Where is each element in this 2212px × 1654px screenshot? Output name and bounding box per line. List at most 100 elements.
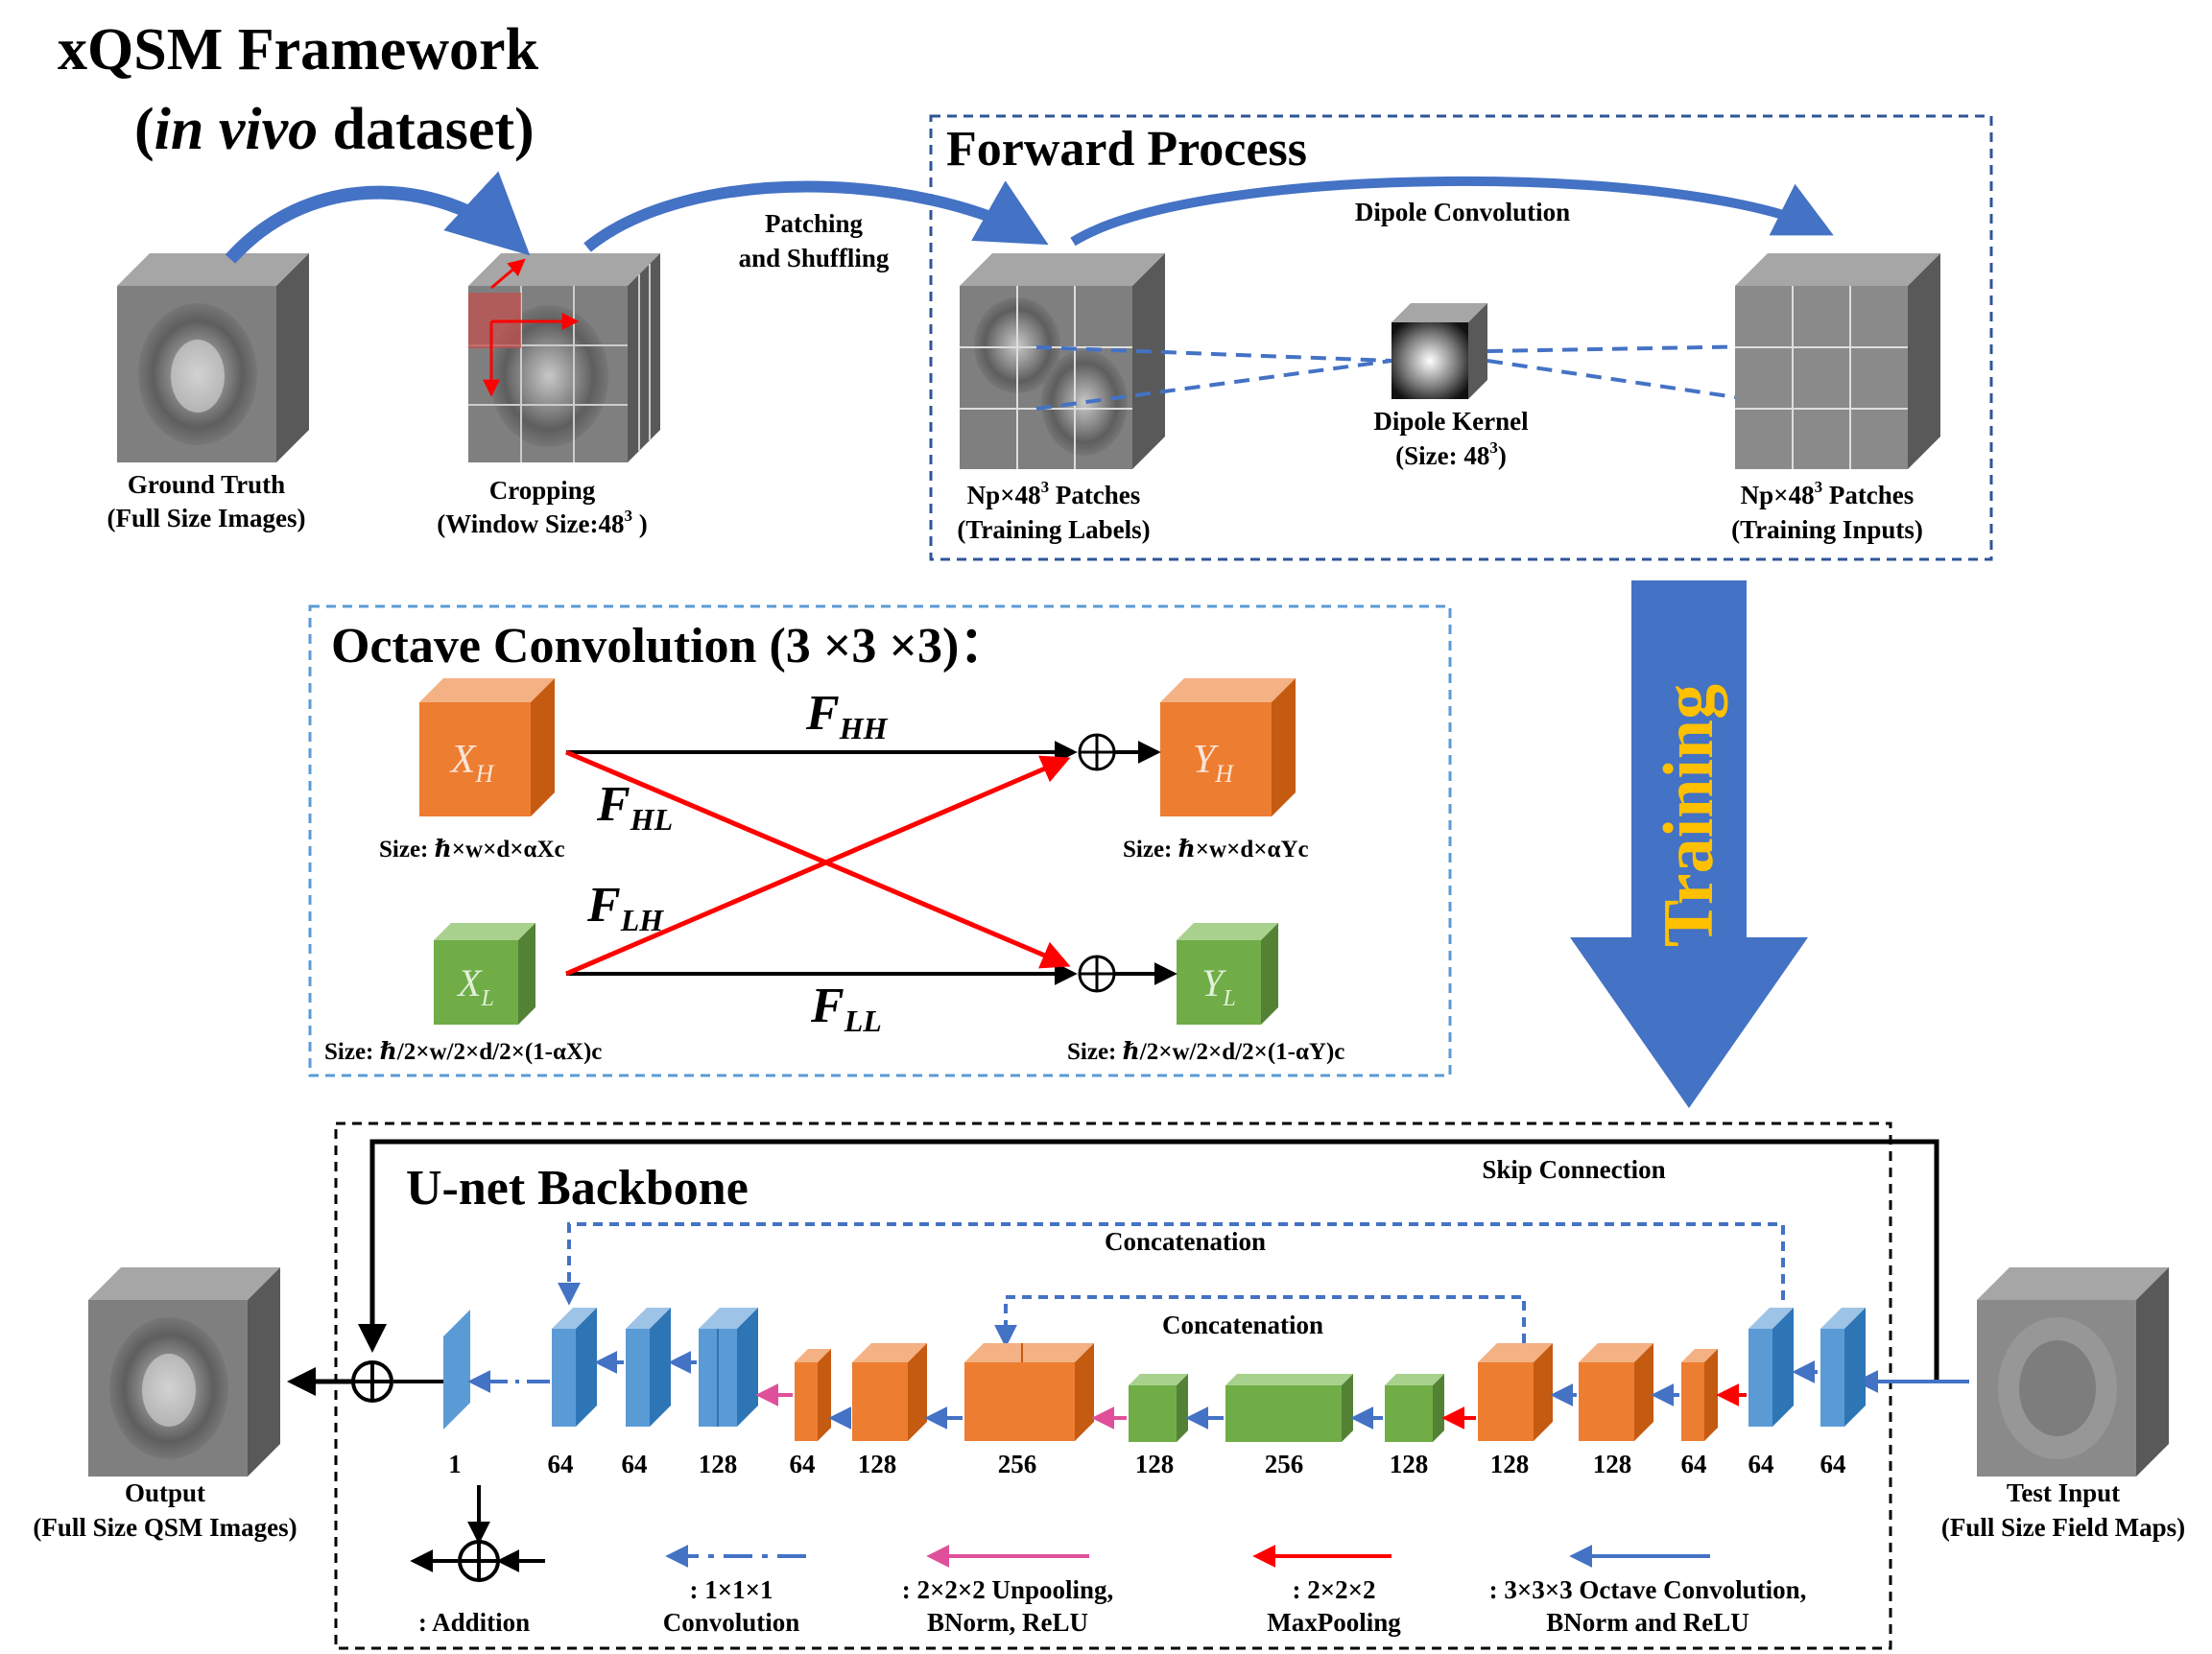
- training-labels-line1: Np×483 Patches: [967, 478, 1141, 509]
- fll-label: FLL: [810, 979, 882, 1038]
- svg-text:YH: YH: [1193, 738, 1234, 788]
- output-label-line1: Output: [125, 1478, 205, 1507]
- legend-octconv-line2: BNorm and ReLU: [1546, 1608, 1749, 1637]
- concat-outer-line: [558, 1222, 1785, 1306]
- forward-process-heading: Forward Process: [946, 122, 1307, 177]
- test-input-label-line2: (Full Size Field Maps): [1941, 1513, 2185, 1542]
- legend-unpool-line2: BNorm, ReLU: [927, 1608, 1088, 1637]
- size-xl-label: Size: ℏ/2×w/2×d/2×(1-αX)c: [324, 1039, 602, 1065]
- output-cube: [88, 1267, 280, 1477]
- dipole-conv-label: Dipole Convolution: [1355, 198, 1570, 226]
- ground-truth-label-line2: (Full Size Images): [107, 504, 306, 532]
- dipole-dash-2: [1035, 359, 1392, 411]
- fhh-label: FHH: [805, 686, 889, 745]
- flh-arrow: [565, 755, 1071, 977]
- forward-process-box: [929, 114, 1993, 561]
- concat-outer-label: Concatenation: [1105, 1227, 1266, 1256]
- kernel-label-line2: (Size: 483): [1395, 438, 1507, 470]
- ground-truth-label-line1: Ground Truth: [128, 470, 285, 499]
- block-green-128-b: [1385, 1374, 1444, 1442]
- dipole-kernel-cube: [1391, 303, 1487, 399]
- octave-box: [308, 604, 1452, 1077]
- channel-labels: 1 64 64 128 64 128 256 128 256 128 128 1…: [448, 1450, 1845, 1478]
- skip-connection-label: Skip Connection: [1482, 1155, 1665, 1184]
- cropping-label-line1: Cropping: [489, 476, 596, 505]
- yh-cube: YH: [1160, 678, 1296, 816]
- block-blue-64-d: [1820, 1308, 1866, 1427]
- training-inputs-cube: [1735, 253, 1940, 469]
- skip-connection-line: [358, 1139, 1939, 1382]
- cropping-label-line2: (Window Size:483 ): [437, 507, 648, 538]
- block-orange-128-c: [1579, 1343, 1653, 1441]
- legend-addition-label: : Addition: [418, 1608, 530, 1637]
- arrow-dipole: [1070, 176, 1834, 247]
- fhl-arrow: [565, 749, 1071, 969]
- arrow-patching: [583, 180, 1049, 252]
- output-addition-node: [351, 1360, 393, 1403]
- xh-cube: XH: [419, 678, 555, 816]
- block-blue-64-c: [1748, 1308, 1794, 1427]
- training-inputs-line1: Np×483 Patches: [1741, 478, 1915, 509]
- channel-label: 128: [1593, 1450, 1632, 1478]
- training-labels-cube: [960, 253, 1165, 469]
- kernel-label-line1: Dipole Kernel: [1373, 407, 1529, 436]
- legend-maxpool-line2: MaxPooling: [1267, 1608, 1401, 1637]
- legend-addition-symbol: [410, 1485, 545, 1582]
- concat-inner-line: [994, 1295, 1526, 1348]
- sum-node-high: [1078, 733, 1116, 771]
- output-label-line2: (Full Size QSM Images): [33, 1513, 297, 1542]
- patching-label-line2: and Shuffling: [739, 244, 890, 272]
- channel-label: 64: [622, 1450, 648, 1478]
- arrow-crop: [225, 171, 531, 264]
- unet-box: [334, 1122, 1892, 1650]
- channel-label: 1: [448, 1450, 462, 1478]
- unet-arrows: [467, 1351, 1818, 1430]
- training-arrow: [1570, 580, 1808, 1108]
- block-orange-256: [964, 1343, 1094, 1441]
- xl-cube: XL: [434, 923, 535, 1025]
- svg-text:XH: XH: [449, 738, 495, 788]
- flh-label: FLH: [586, 878, 664, 937]
- svg-text:XL: XL: [456, 961, 494, 1011]
- patching-label-line1: Patching: [765, 209, 864, 238]
- unet-heading: U-net Backbone: [406, 1161, 749, 1216]
- block-green-256: [1225, 1374, 1353, 1442]
- channel-label: 64: [1681, 1450, 1707, 1478]
- size-yl-label: Size: ℏ/2×w/2×d/2×(1-αY)c: [1067, 1039, 1344, 1065]
- training-labels-line2: (Training Labels): [957, 515, 1150, 544]
- channel-label: 64: [548, 1450, 574, 1478]
- legend-conv1-line1: : 1×1×1: [689, 1575, 773, 1604]
- octave-heading: Octave Convolution (3 ×3 ×3)：: [331, 619, 1009, 673]
- block-orange-128-a: [852, 1343, 927, 1441]
- channel-label: 128: [858, 1450, 897, 1478]
- dipole-dash-1: [1035, 345, 1392, 363]
- channel-label: 128: [699, 1450, 738, 1478]
- fhl-label: FHL: [596, 777, 673, 837]
- block-blue-128: [699, 1308, 758, 1427]
- block-orange-64-a: [795, 1349, 831, 1441]
- channel-label: 64: [790, 1450, 816, 1478]
- yl-cube: YL: [1177, 923, 1278, 1025]
- cropping-cube: [468, 253, 660, 462]
- test-input-label-line1: Test Input: [2007, 1478, 2120, 1507]
- block-orange-128-b: [1478, 1343, 1553, 1441]
- channel-label: 64: [1748, 1450, 1774, 1478]
- size-xh-label: Size: ℏ×w×d×αXc: [379, 837, 565, 862]
- legend-conv1-line2: Convolution: [663, 1608, 800, 1637]
- block-blue-64-a: [552, 1308, 597, 1427]
- training-inputs-line2: (Training Inputs): [1731, 515, 1923, 544]
- channel-label: 128: [1135, 1450, 1175, 1478]
- channel-label: 128: [1490, 1450, 1530, 1478]
- block-conv1: [443, 1310, 470, 1430]
- channel-label: 64: [1820, 1450, 1846, 1478]
- legend-octconv-line1: : 3×3×3 Octave Convolution,: [1489, 1575, 1807, 1604]
- main-title-line1: xQSM Framework: [58, 17, 539, 83]
- legend-unpool-line1: : 2×2×2 Unpooling,: [902, 1575, 1114, 1604]
- sum-node-low: [1078, 955, 1116, 993]
- block-orange-64-b: [1681, 1349, 1718, 1441]
- main-title-line2: (in vivo dataset): [134, 97, 535, 162]
- unet-blocks: [443, 1308, 1866, 1442]
- channel-label: 256: [998, 1450, 1037, 1478]
- test-input-cube: [1977, 1267, 2169, 1477]
